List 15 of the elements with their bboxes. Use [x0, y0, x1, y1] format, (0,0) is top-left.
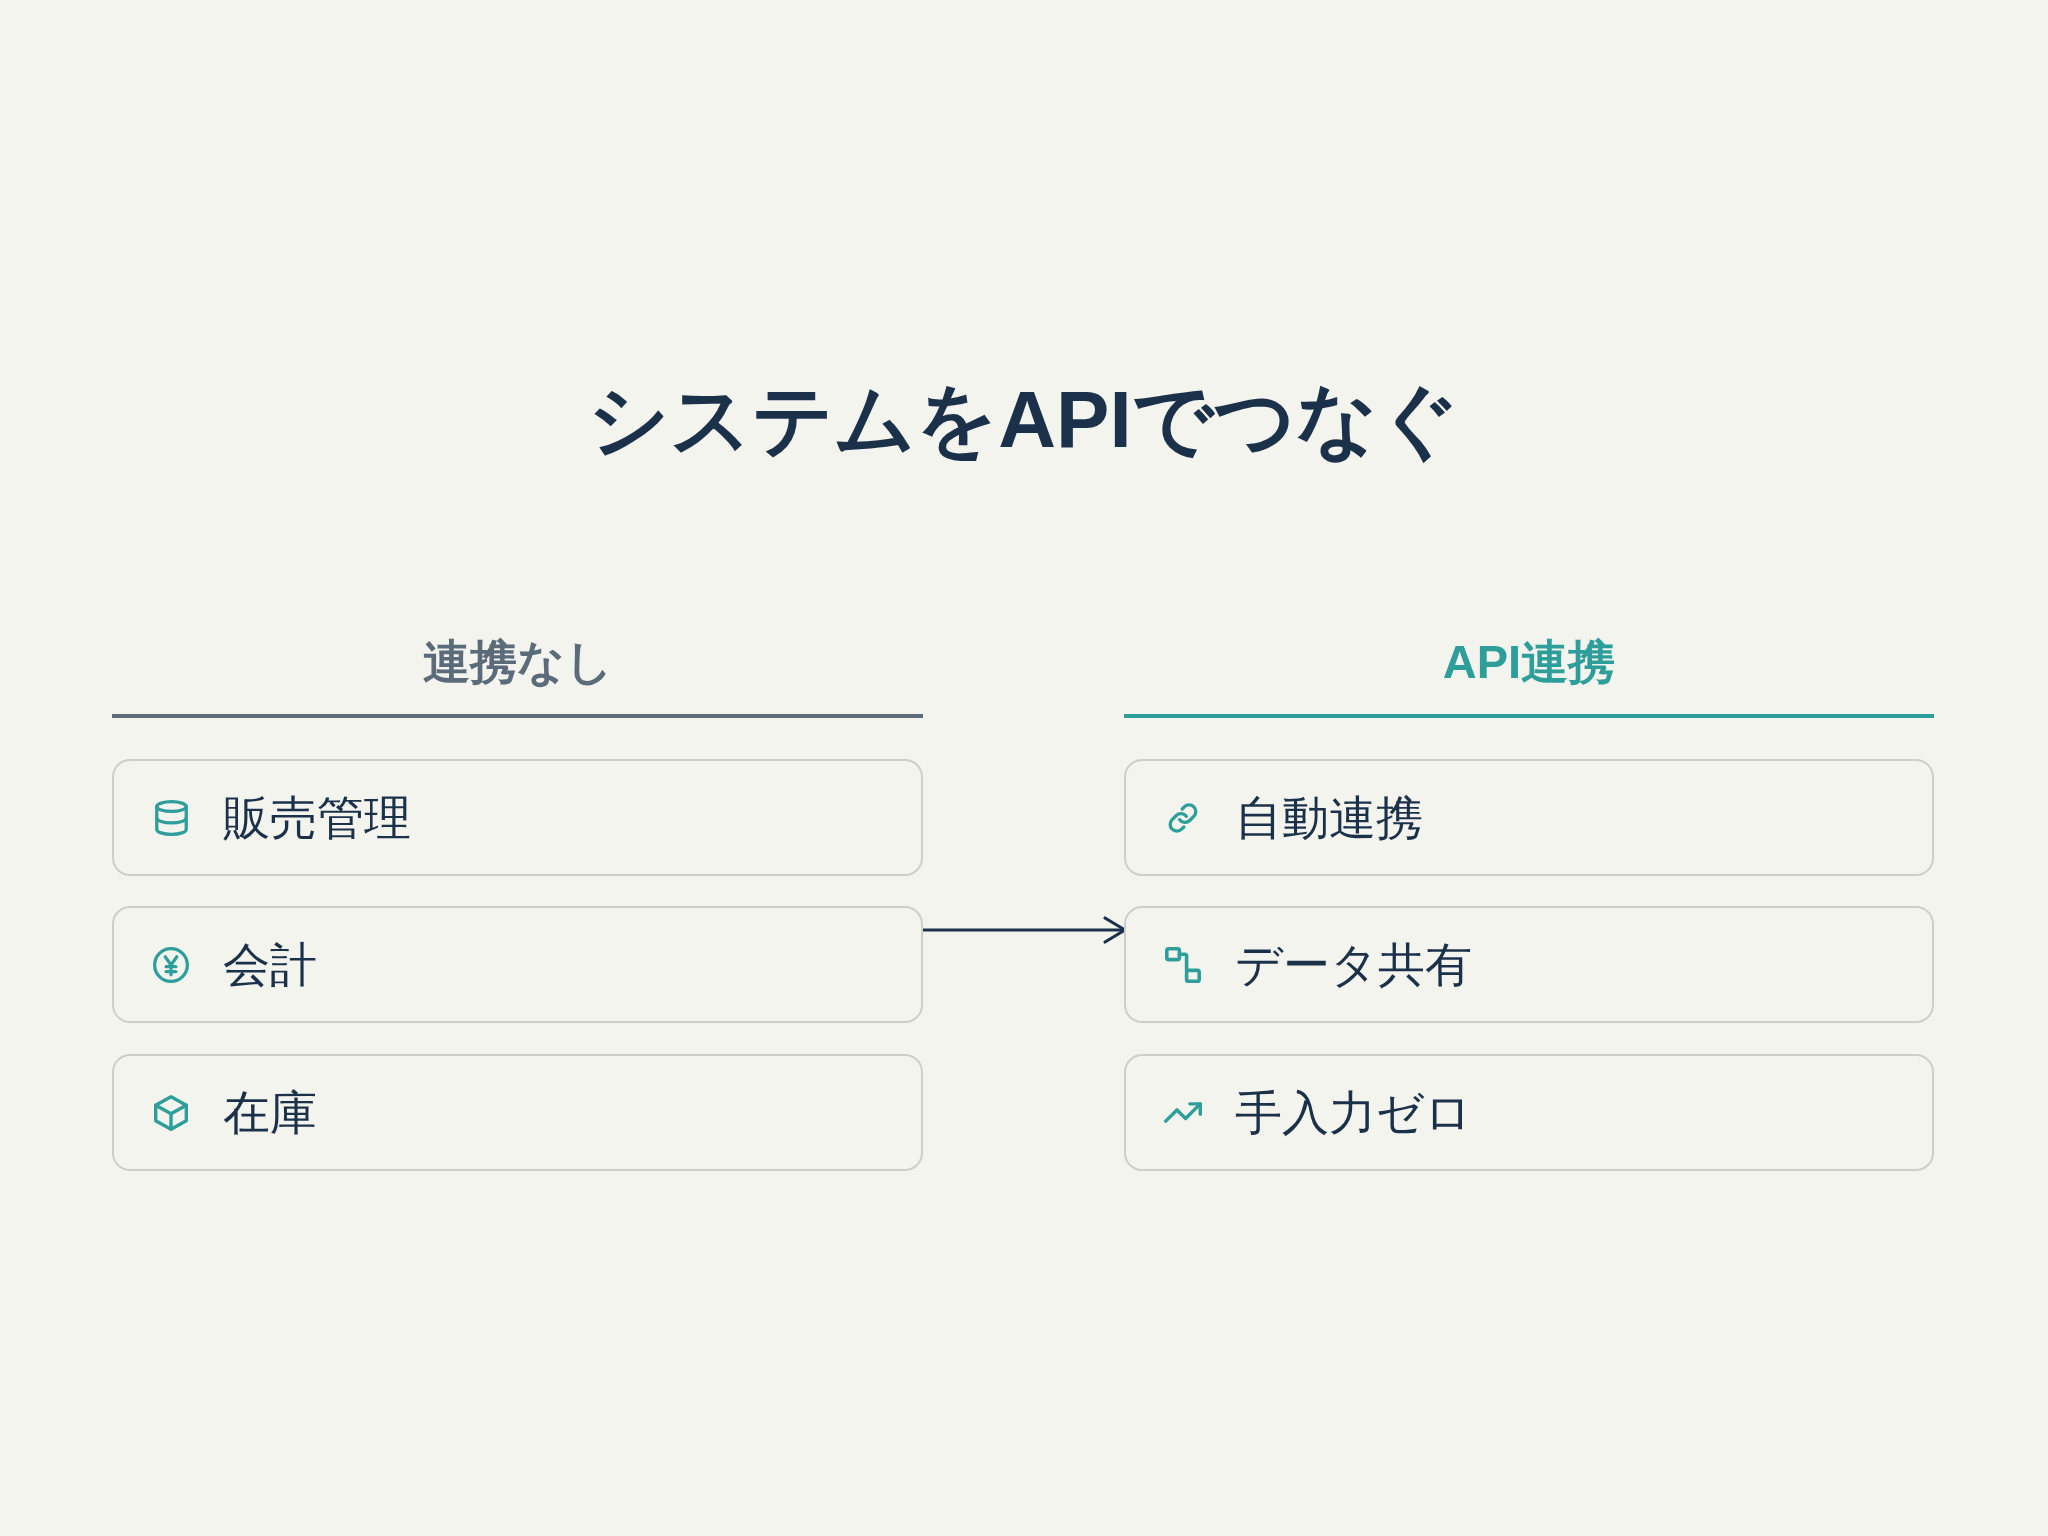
column-heading: API連携: [1442, 634, 1616, 690]
column-heading: 連携なし: [422, 634, 613, 690]
item-card: [1124, 906, 1934, 1023]
item-label: 自動連携: [1235, 789, 1423, 846]
item-label: データ共有: [1235, 936, 1472, 993]
item-card: [1124, 1054, 1934, 1171]
item-card: [1124, 759, 1934, 876]
item-card: [112, 759, 923, 876]
item-label: 販売管理: [223, 789, 411, 846]
item-label: 手入力ゼロ: [1235, 1084, 1472, 1141]
item-card: [112, 906, 923, 1023]
title: システムをAPIでつなぐ: [588, 374, 1460, 466]
item-label: 会計: [223, 936, 317, 993]
item-card: [112, 1054, 923, 1171]
item-label: 在庫: [223, 1084, 317, 1141]
